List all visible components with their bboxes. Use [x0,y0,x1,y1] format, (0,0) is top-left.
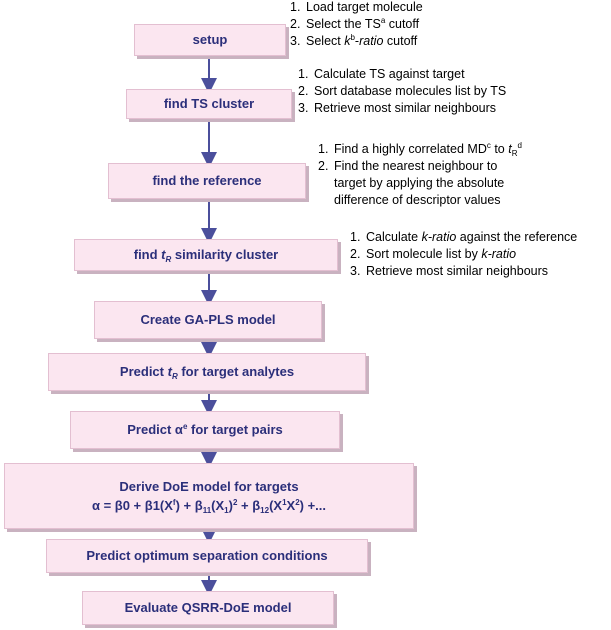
step-setup-label: setup [192,32,228,47]
note-ref-item-1: 1.Find a highly correlated MDc to tRd [318,141,522,158]
step-predict-alpha-label: Predict αe for target pairs [127,422,283,437]
note-ref-item-2-cont-b: difference of descriptor values [334,193,501,207]
step-gapls-label: Create GA-PLS model [140,312,276,327]
note-ts-item-1: 1.Calculate TS against target [298,67,465,81]
step-derive-doe: Derive DoE model for targets α = β0 + β1… [4,463,414,529]
note-ref-item-2: 2.Find the nearest neighbour to [318,159,498,173]
note-tr-item-2: 2.Sort molecule list by k-ratio [350,247,517,261]
step-find-tr-label: find tR similarity cluster [133,247,279,264]
step-predict-tr: Predict tR for target analytes [48,353,366,391]
note-setup-item-2: 2.Select the TSa cutoff [290,16,420,32]
step-find-ts-label: find TS cluster [163,96,255,111]
step-predict-tr-label: Predict tR for target analytes [119,364,295,381]
step-evaluate-label: Evaluate QSRR-DoE model [124,600,292,615]
step-setup: setup [134,24,286,56]
note-setup: 1.Load target molecule 2.Select the TSa … [290,0,423,50]
step-doe-title: Derive DoE model for targets [119,478,299,494]
step-find-ts-cluster: find TS cluster [126,89,292,119]
step-optimum-label: Predict optimum separation conditions [86,548,328,563]
step-find-tr-cluster: find tR similarity cluster [74,239,338,271]
step-doe-equation: α = β0 + β1(Xf) + β11(X1)2 + β12(X1X2) +… [91,497,327,515]
note-ref-item-2-cont-a: target by applying the absolute [334,176,505,190]
note-tr: 1.Calculate k-ratio against the referenc… [350,229,577,280]
note-setup-item-1: 1.Load target molecule [290,0,423,14]
note-tr-item-1: 1.Calculate k-ratio against the referenc… [350,230,578,244]
note-ref: 1.Find a highly correlated MDc to tRd 2.… [318,141,522,209]
note-ts-item-3: 3.Retrieve most similar neighbours [298,101,497,115]
step-find-reference: find the reference [108,163,306,199]
step-evaluate: Evaluate QSRR-DoE model [82,591,334,625]
step-predict-optimum: Predict optimum separation conditions [46,539,368,573]
step-create-gapls: Create GA-PLS model [94,301,322,339]
step-find-ref-label: find the reference [152,173,262,188]
note-setup-item-3: 3.Select kb-ratio cutoff [290,33,418,49]
step-predict-alpha: Predict αe for target pairs [70,411,340,449]
note-ts-item-2: 2.Sort database molecules list by TS [298,84,507,98]
note-ts: 1.Calculate TS against target 2.Sort dat… [298,66,506,117]
note-tr-item-3: 3.Retrieve most similar neighbours [350,264,549,278]
